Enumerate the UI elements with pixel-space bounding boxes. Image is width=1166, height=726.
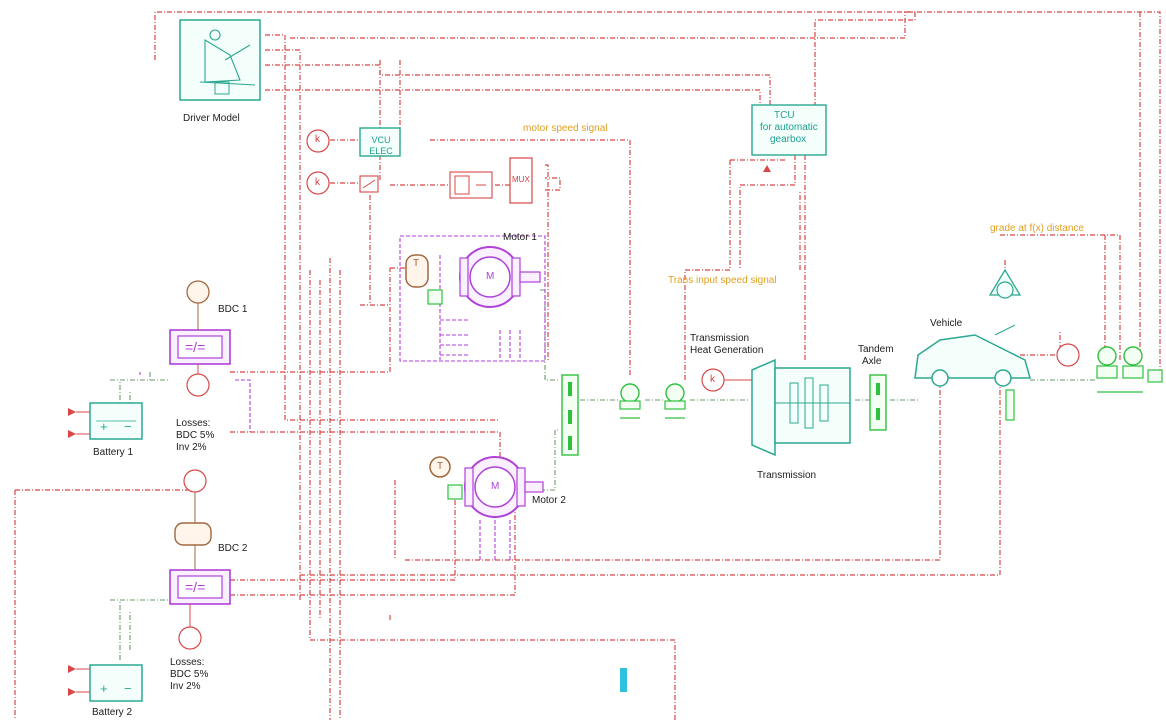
grade-signal-label: grade at f(x) distance [990,223,1084,234]
motor1-M-label: M [486,271,495,282]
mux-block[interactable] [509,157,533,204]
switch-block[interactable] [359,175,379,193]
motor2-label: Motor 2 [532,495,566,506]
motor1-block[interactable] [459,246,541,308]
losses1-line1: Losses: [176,418,211,429]
vehicle-label: Vehicle [930,318,963,329]
losses2-line1: Losses: [170,657,205,668]
bdc2-controller[interactable] [174,492,212,570]
bdc2-voltage-sensor[interactable] [183,469,207,493]
bdc1-converter[interactable] [169,329,231,365]
losses2-line3: Inv 2% [170,681,201,692]
torque2-T-label: T [437,461,444,472]
bdc1-ac-source[interactable] [186,364,210,397]
gain-k-2[interactable] [306,171,330,195]
motor1-electrical-area [399,235,546,560]
vcu-block[interactable] [359,127,401,157]
trans-input-speed-signal-label: Trans input speed signal [668,275,777,286]
bdc2-ac-source[interactable] [178,604,202,650]
heat-gain-k-label: k [710,374,715,385]
tcu-ground-marker [763,165,771,172]
torque-block-motor1[interactable] [405,254,429,288]
battery2-block[interactable]: + − [68,664,143,702]
shaft-coupling-1[interactable] [561,374,579,456]
tandem-axle-label-1: Tandem [858,344,894,355]
bdc2-symbol: =/= [185,579,206,595]
motor2-ground [447,484,463,500]
cyan-marker [620,668,627,692]
trans-heat-label-1: Transmission [690,333,750,344]
tandem-axle-block[interactable] [869,374,887,431]
speed-sensor-2[interactable] [664,383,686,419]
driver-model-label: Driver Model [183,113,240,124]
output-sensors[interactable] [1096,346,1163,393]
trans-heat-label-2: Heat Generation [690,345,764,356]
bdc1-label: BDC 1 [218,304,248,315]
tandem-axle-label-2: Axle [862,356,882,367]
bdc2-converter[interactable] [169,569,231,605]
battery2-label: Battery 2 [92,707,133,718]
driver-model-block[interactable] [179,19,261,101]
svg-text:−: − [124,681,132,696]
gain-k-1[interactable] [306,129,330,153]
battery1-label: Battery 1 [93,447,134,458]
vcu-label: VCU ELEC [369,135,393,156]
gain-k-2-label: k [315,177,320,188]
motor1-ground [427,289,443,305]
svg-text:−: − [124,419,132,434]
torque1-T-label: T [413,258,420,269]
saturation-block[interactable] [449,171,493,199]
vehicle-block[interactable] [914,334,1031,421]
mux-label: MUX [512,175,530,184]
motor1-label: Motor 1 [503,232,537,243]
grade-sensor[interactable] [988,268,1022,336]
transmission-label: Transmission [757,470,817,481]
bdc1-symbol: =/= [185,339,206,355]
speed-sensor-1[interactable] [619,383,641,419]
motor2-block[interactable] [464,456,544,518]
transmission-heat-gain[interactable] [701,368,752,392]
losses1-line2: BDC 5% [176,430,215,441]
wind-source[interactable] [1056,343,1080,367]
mechanical-wiring [110,289,1095,660]
tcu-label-1: TCU [774,110,795,121]
losses1-line3: Inv 2% [176,442,207,453]
signal-wiring [14,11,1161,720]
tcu-block[interactable] [751,104,827,156]
transmission-block[interactable] [751,358,851,457]
torque-block-motor2[interactable] [429,456,451,478]
battery1-block[interactable]: + − [68,402,143,440]
motor2-M-label: M [491,481,500,492]
bdc2-label: BDC 2 [218,543,248,554]
motor-speed-signal-label: motor speed signal [523,123,608,134]
bdc1-voltage-sensor[interactable] [186,280,210,330]
svg-text:+: + [100,419,108,434]
tcu-label-3: gearbox [770,134,807,145]
gain-k-1-label: k [315,134,320,145]
losses2-line2: BDC 5% [170,669,209,680]
tcu-label-2: for automatic [760,122,818,133]
svg-text:+: + [100,681,108,696]
